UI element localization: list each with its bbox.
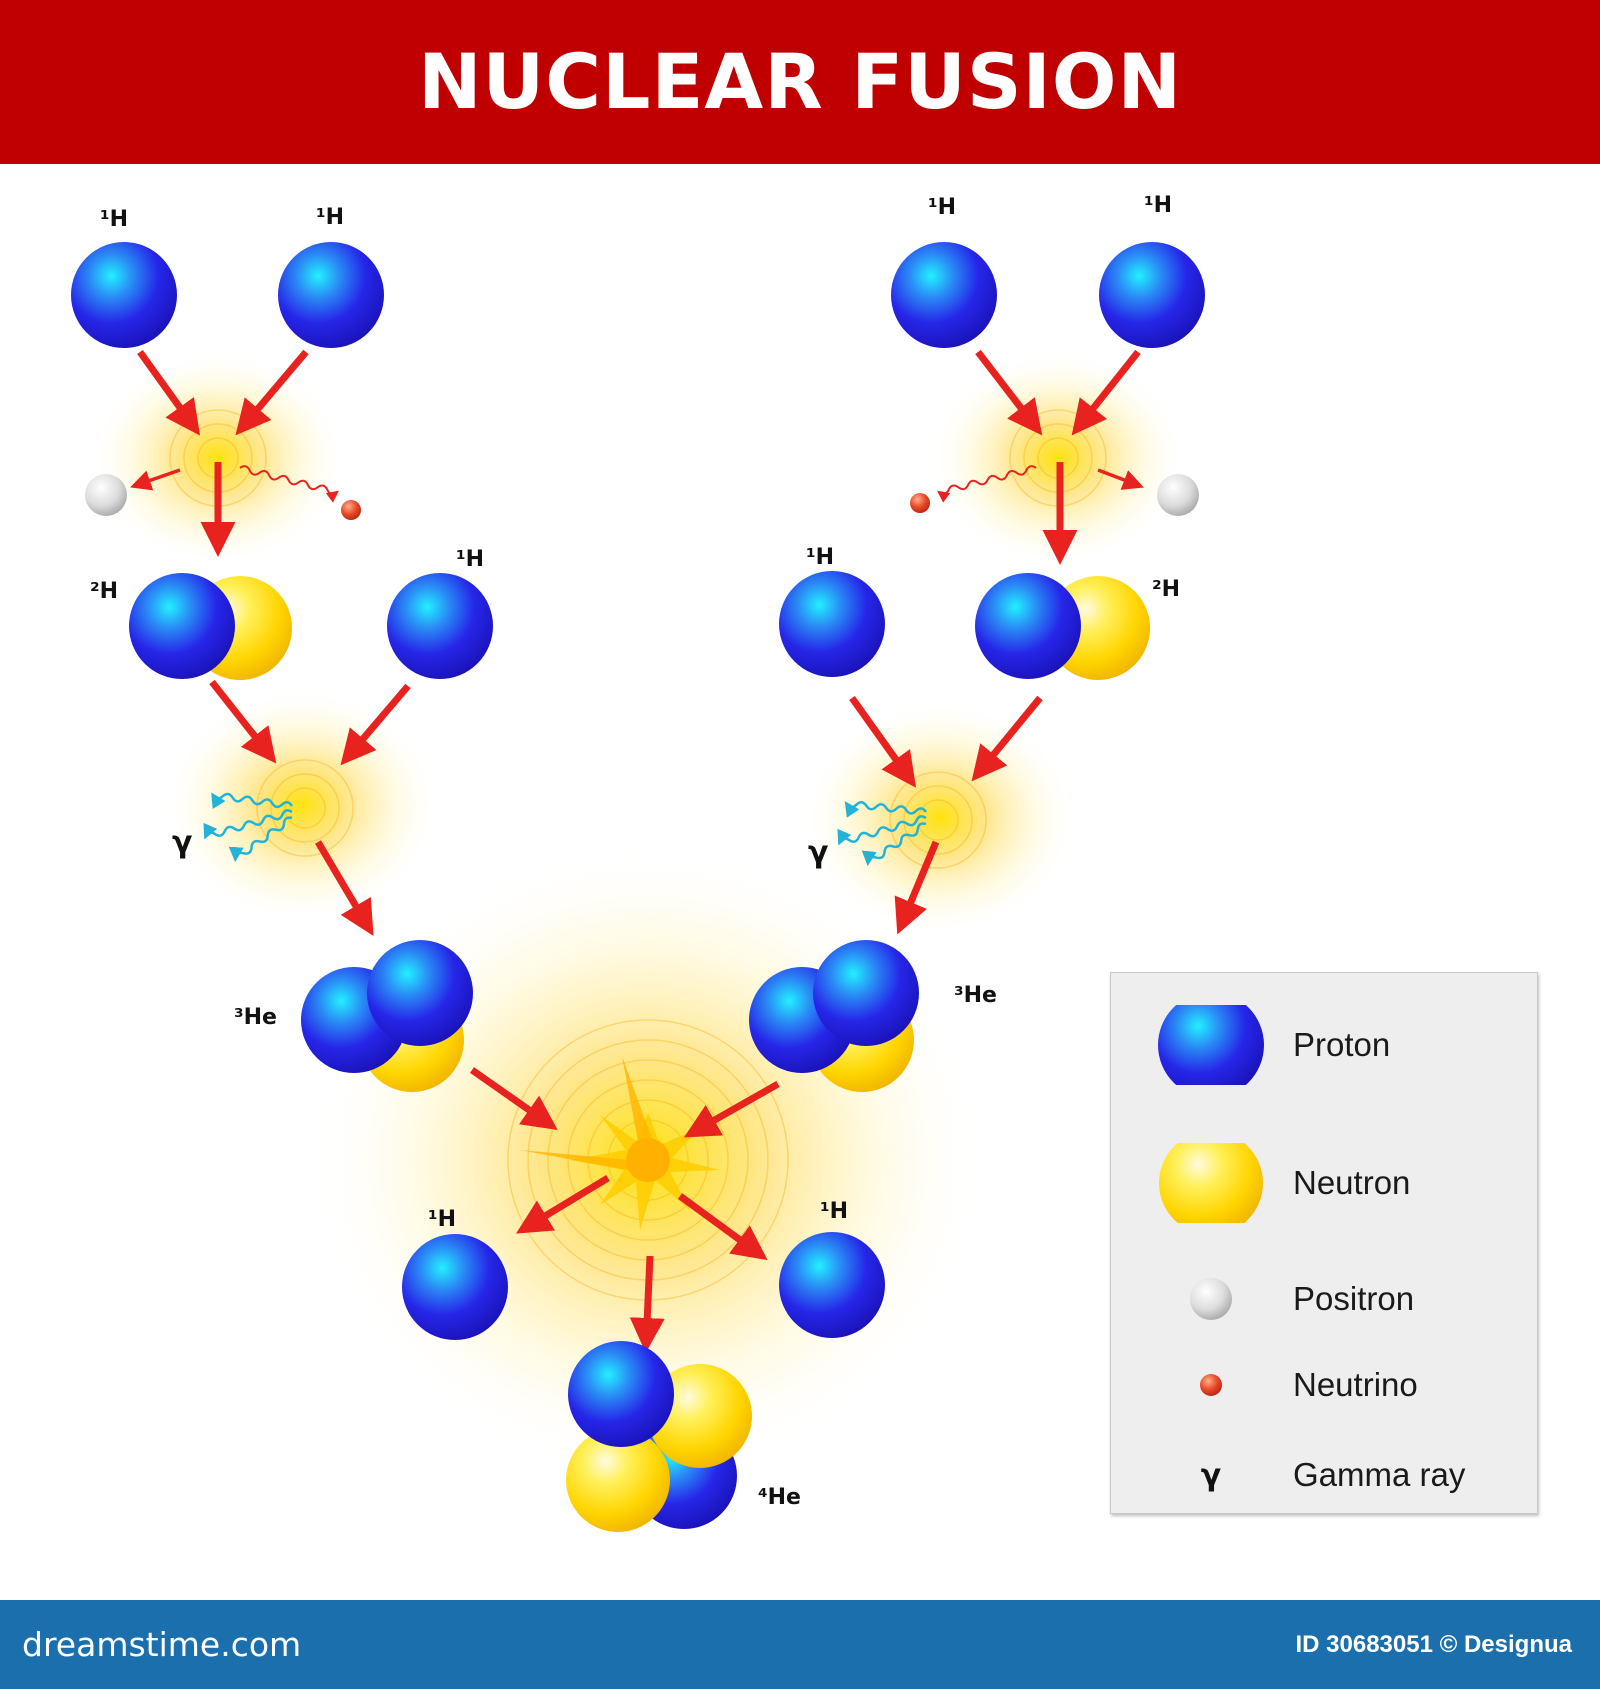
- arrow: [340, 683, 411, 766]
- gamma-wave: [861, 822, 927, 867]
- particles: [71, 242, 1205, 1532]
- label-he4: ⁴He: [758, 1485, 801, 1510]
- legend-label: Neutrino: [1293, 1366, 1418, 1403]
- gamma-wave: [837, 815, 927, 846]
- proton: [129, 573, 235, 679]
- arrow: [683, 1080, 780, 1138]
- arrow: [629, 1255, 665, 1353]
- gamma-wave: [211, 792, 294, 810]
- label-h1: ¹H: [1144, 193, 1172, 218]
- legend-item-neutron: Neutron: [1111, 1143, 1537, 1223]
- neutrino-wave: [937, 465, 1037, 503]
- proton: [568, 1341, 674, 1447]
- positron-icon: [1190, 1278, 1232, 1320]
- glow-mid-left: [162, 685, 442, 925]
- svg-text:γ: γ: [1201, 1458, 1221, 1493]
- footer-site-name[interactable]: dreamstime.com: [22, 1625, 302, 1664]
- label-h1: ¹H: [456, 547, 484, 572]
- footer-bar: dreamstime.com ID 30683051 © Designua: [0, 1600, 1600, 1689]
- legend-label: Neutron: [1293, 1164, 1411, 1201]
- legend-item-gamma-ray: γ Gamma ray: [1111, 1435, 1537, 1515]
- proton: [402, 1234, 508, 1340]
- neutrino-wave: [239, 465, 339, 503]
- arrow-to-positron: [130, 468, 181, 491]
- proton: [779, 1232, 885, 1338]
- label-h1: ¹H: [820, 1199, 848, 1224]
- legend-label: Proton: [1293, 1026, 1391, 1063]
- fusion-diagram: ¹H ¹H ¹H ¹H ²H ¹H ¹H ²H γ γ ³He ³He ¹H ¹…: [71, 193, 1205, 1532]
- arrow: [971, 695, 1043, 782]
- proton: [891, 242, 997, 348]
- neutrino-icon: [1200, 1374, 1222, 1396]
- label-h1: ¹H: [806, 545, 834, 570]
- proton: [813, 940, 919, 1046]
- header-banner: NUCLEAR FUSION: [0, 0, 1600, 164]
- label-h1: ¹H: [428, 1207, 456, 1232]
- label-he3: ³He: [954, 983, 997, 1008]
- positron: [1157, 474, 1199, 516]
- center-rings: [507, 1019, 789, 1301]
- arrow: [235, 349, 309, 436]
- legend-item-positron: Positron: [1111, 1259, 1537, 1339]
- reaction-glows: [88, 348, 1188, 1480]
- arrow: [469, 1067, 558, 1131]
- proton: [779, 571, 885, 677]
- label-h1: ¹H: [316, 205, 344, 230]
- arrow: [137, 349, 201, 436]
- neutron: [566, 1428, 670, 1532]
- page-title: NUCLEAR FUSION: [417, 37, 1183, 126]
- neutron-icon: [1159, 1143, 1263, 1223]
- glow-top-left: [88, 348, 348, 568]
- label-h2: ²H: [1152, 577, 1180, 602]
- gamma-wave: [844, 800, 928, 818]
- proton: [278, 242, 384, 348]
- arrow: [1071, 349, 1141, 436]
- arrow: [849, 695, 917, 788]
- gamma-wave: [228, 816, 293, 863]
- arrow: [677, 1193, 768, 1261]
- label-h2: ²H: [90, 579, 118, 604]
- arrow: [894, 840, 940, 935]
- arrow: [314, 840, 374, 937]
- label-he3: ³He: [234, 1005, 277, 1030]
- arrow: [516, 1175, 610, 1234]
- glow-mid-right: [800, 698, 1080, 938]
- label-h1: ¹H: [100, 207, 128, 232]
- positron: [85, 474, 127, 516]
- neutrino: [341, 500, 361, 520]
- legend-label: Gamma ray: [1293, 1456, 1466, 1493]
- proton: [367, 940, 473, 1046]
- gamma-wave: [203, 809, 293, 840]
- arrow: [209, 679, 277, 764]
- particle-labels: ¹H ¹H ¹H ¹H ²H ¹H ¹H ²H γ γ ³He ³He ¹H ¹…: [90, 193, 1180, 1510]
- center-spike: [622, 1056, 656, 1152]
- center-spike: [520, 1150, 630, 1170]
- arrow: [975, 349, 1043, 436]
- footer-image-id: ID 30683051 © Designua: [1295, 1631, 1573, 1658]
- arrow-to-positron: [1097, 468, 1144, 490]
- proton: [1099, 242, 1205, 348]
- proton: [71, 242, 177, 348]
- label-gamma: γ: [808, 835, 828, 870]
- proton: [387, 573, 493, 679]
- center-core: [626, 1138, 670, 1182]
- legend-panel: Proton Neutron Positron Neutrino γ Gamma…: [1110, 972, 1538, 1514]
- proton-icon: [1158, 1005, 1264, 1085]
- legend-item-proton: Proton: [1111, 1005, 1537, 1085]
- reaction-arrows: [137, 349, 1141, 1353]
- label-gamma: γ: [172, 825, 192, 860]
- neutron: [648, 1364, 752, 1468]
- label-h1: ¹H: [928, 195, 956, 220]
- legend-item-neutrino: Neutrino: [1111, 1345, 1537, 1425]
- legend-label: Positron: [1293, 1280, 1415, 1317]
- gamma-ray-icon: γ: [1201, 1458, 1221, 1493]
- glow-top-right: [928, 348, 1188, 568]
- proton: [975, 573, 1081, 679]
- neutrino: [910, 493, 930, 513]
